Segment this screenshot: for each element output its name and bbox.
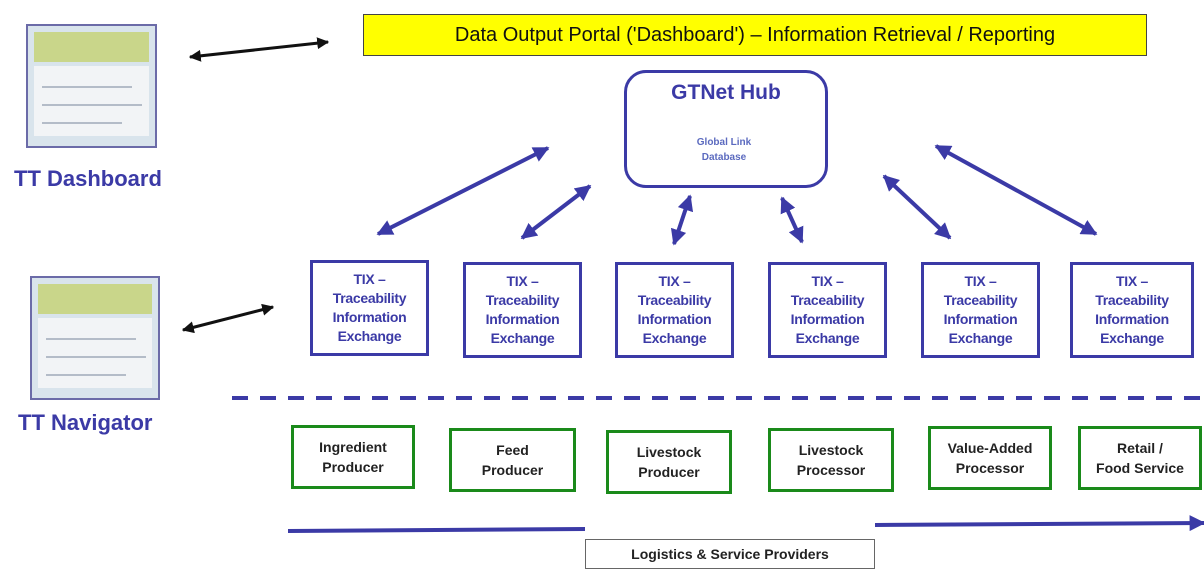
- navigator-thumbnail: [30, 276, 160, 400]
- dashboard-portal-arrow: [188, 37, 330, 62]
- tt-dashboard-label: TT Dashboard: [14, 166, 162, 191]
- hub-tix3-arrow: [670, 194, 694, 246]
- tix-line4: Exchange: [1100, 330, 1164, 346]
- tix-line4: Exchange: [337, 328, 402, 344]
- tix-line1: TIX –: [964, 273, 997, 289]
- portal-banner-text: Data Output Portal ('Dashboard') – Infor…: [454, 23, 1056, 46]
- tix-line4: Exchange: [490, 330, 555, 346]
- logistics-label: Logistics & Service Providers: [631, 546, 829, 562]
- tix-line3: Information: [485, 311, 560, 327]
- tix-line4: Exchange: [795, 330, 860, 346]
- producer-line2: Producer: [481, 462, 544, 478]
- retail-food-service-box: Retail / Food Service: [1078, 426, 1202, 490]
- producer-line2: Producer: [638, 464, 700, 480]
- producer-line1: Retail /: [1117, 440, 1163, 456]
- tix-line3: Information: [790, 311, 865, 327]
- logistics-line-left: [287, 527, 586, 533]
- producer-line2: Processor: [955, 460, 1025, 476]
- hub-tix1-arrow: [376, 146, 550, 236]
- database-label-line1: Global Link: [696, 137, 752, 148]
- gtnet-hub: GTNet Hub: [624, 70, 828, 188]
- tix-line1: TIX –: [658, 273, 691, 289]
- tt-navigator-label: TT Navigator: [18, 410, 153, 435]
- tix-line2: Traceability: [1095, 292, 1169, 308]
- navigator-tix-arrow: [181, 303, 275, 334]
- database-label-line2: Database: [701, 152, 747, 163]
- tix-line2: Traceability: [485, 292, 560, 308]
- hub-tix6-arrow: [934, 144, 1098, 236]
- tix-line1: TIX –: [1116, 273, 1148, 289]
- hub-tix5-arrow: [882, 174, 952, 240]
- producer-line1: Livestock: [636, 444, 702, 460]
- tix-line3: Information: [943, 311, 1018, 327]
- producer-line2: Food Service: [1096, 460, 1184, 476]
- tix-line3: Information: [1095, 311, 1169, 327]
- tix-line1: TIX –: [506, 273, 539, 289]
- producer-line2: Processor: [796, 462, 866, 478]
- producer-line1: Livestock: [798, 442, 864, 458]
- data-output-portal-banner: Data Output Portal ('Dashboard') – Infor…: [363, 14, 1147, 56]
- tix-line2: Traceability: [637, 292, 712, 308]
- logistics-line-right: [874, 515, 1204, 532]
- tix-line1: TIX –: [811, 273, 844, 289]
- tix-line1: TIX –: [353, 271, 386, 287]
- producer-line1: Feed: [496, 442, 529, 458]
- tix-line2: Traceability: [790, 292, 865, 308]
- hub-title: GTNet Hub: [671, 81, 781, 104]
- tix-line2: Traceability: [943, 292, 1018, 308]
- producer-line1: Value-Added: [947, 440, 1033, 456]
- hub-tix2-arrow: [520, 184, 592, 240]
- logistics-service-providers-box: Logistics & Service Providers: [585, 539, 875, 569]
- producer-line1: Ingredient: [319, 439, 387, 455]
- tix-line2: Traceability: [332, 290, 407, 306]
- tix-line4: Exchange: [948, 330, 1013, 346]
- hub-tix4-arrow: [780, 196, 804, 244]
- producer-line2: Producer: [322, 459, 384, 475]
- dashboard-thumbnail: [26, 24, 157, 148]
- tix-line4: Exchange: [642, 330, 707, 346]
- tix-line3: Information: [637, 311, 712, 327]
- tix-line3: Information: [332, 309, 407, 325]
